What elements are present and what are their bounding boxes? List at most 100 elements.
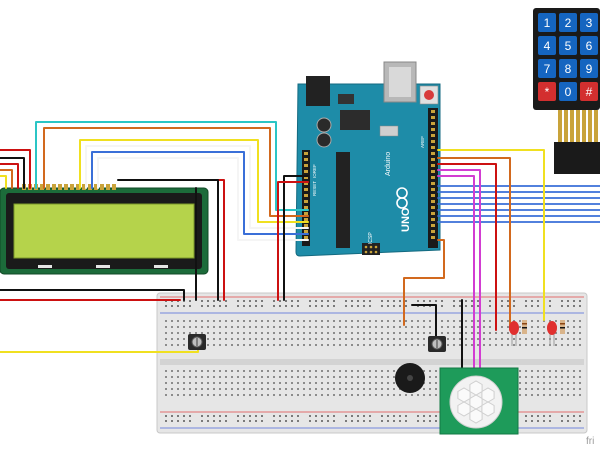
breadboard-hole bbox=[273, 326, 275, 328]
keypad-key-label: 0 bbox=[565, 85, 572, 99]
rail-hole bbox=[561, 305, 563, 307]
rail-hole bbox=[165, 420, 167, 422]
breadboard-hole bbox=[399, 344, 401, 346]
breadboard-hole bbox=[321, 344, 323, 346]
breadboard-hole bbox=[285, 344, 287, 346]
breadboard-hole bbox=[537, 332, 539, 334]
breadboard-hole bbox=[255, 394, 257, 396]
breadboard-hole bbox=[249, 338, 251, 340]
breadboard-hole bbox=[297, 332, 299, 334]
breadboard-hole bbox=[279, 338, 281, 340]
breadboard-hole bbox=[207, 382, 209, 384]
power-jack bbox=[306, 76, 330, 106]
breadboard-hole bbox=[183, 370, 185, 372]
rail-hole bbox=[507, 305, 509, 307]
pir-lens-cell bbox=[469, 408, 483, 424]
breadboard-hole bbox=[231, 388, 233, 390]
breadboard-hole bbox=[543, 326, 545, 328]
breadboard-hole bbox=[543, 370, 545, 372]
breadboard-hole bbox=[363, 376, 365, 378]
lcd-display bbox=[0, 184, 209, 275]
breadboard-hole bbox=[321, 394, 323, 396]
breadboard-hole bbox=[255, 376, 257, 378]
breadboard-hole bbox=[177, 376, 179, 378]
breadboard-hole bbox=[261, 320, 263, 322]
keypad-key-label: 1 bbox=[544, 16, 551, 30]
breadboard-hole bbox=[207, 376, 209, 378]
keypad-key bbox=[538, 82, 556, 101]
breadboard-hole bbox=[573, 376, 575, 378]
breadboard-hole bbox=[345, 326, 347, 328]
breadboard-hole bbox=[549, 320, 551, 322]
breadboard-hole bbox=[315, 338, 317, 340]
rail-hole bbox=[243, 305, 245, 307]
arduino-pin bbox=[304, 152, 308, 155]
breadboard-hole bbox=[369, 394, 371, 396]
breadboard-hole bbox=[207, 332, 209, 334]
rail-hole bbox=[315, 415, 317, 417]
breadboard-hole bbox=[225, 332, 227, 334]
breadboard-hole bbox=[489, 320, 491, 322]
rail-hole bbox=[369, 300, 371, 302]
breadboard-hole bbox=[219, 382, 221, 384]
breadboard-hole bbox=[213, 376, 215, 378]
breadboard-hole bbox=[213, 388, 215, 390]
rail-hole bbox=[345, 300, 347, 302]
breadboard-hole bbox=[333, 338, 335, 340]
breadboard-hole bbox=[171, 326, 173, 328]
rail-hole bbox=[207, 420, 209, 422]
breadboard-hole bbox=[375, 344, 377, 346]
breadboard-hole bbox=[297, 344, 299, 346]
breadboard-hole bbox=[177, 370, 179, 372]
rail-hole bbox=[219, 300, 221, 302]
breadboard-hole bbox=[339, 388, 341, 390]
breadboard-hole bbox=[207, 388, 209, 390]
breadboard-hole bbox=[327, 376, 329, 378]
breadboard-hole bbox=[291, 376, 293, 378]
breadboard-hole bbox=[507, 326, 509, 328]
breadboard-hole bbox=[201, 382, 203, 384]
breadboard-hole bbox=[339, 394, 341, 396]
breadboard-hole bbox=[387, 326, 389, 328]
breadboard-hole bbox=[321, 382, 323, 384]
lcd-pin bbox=[64, 184, 68, 190]
breadboard-hole bbox=[333, 376, 335, 378]
arduino-pin bbox=[431, 200, 435, 203]
breadboard-hole bbox=[285, 382, 287, 384]
breadboard-hole bbox=[315, 326, 317, 328]
breadboard-hole bbox=[381, 320, 383, 322]
breadboard-hole bbox=[489, 344, 491, 346]
breadboard-hole bbox=[465, 326, 467, 328]
breadboard-hole bbox=[243, 376, 245, 378]
breadboard-hole bbox=[171, 394, 173, 396]
breadboard-hole bbox=[261, 332, 263, 334]
breadboard-hole bbox=[429, 320, 431, 322]
rail-hole bbox=[363, 300, 365, 302]
breadboard-hole bbox=[291, 320, 293, 322]
breadboard-hole bbox=[387, 344, 389, 346]
breadboard-hole bbox=[303, 388, 305, 390]
breadboard-hole bbox=[459, 320, 461, 322]
breadboard-hole bbox=[309, 338, 311, 340]
breadboard-hole bbox=[525, 344, 527, 346]
breadboard-hole bbox=[333, 382, 335, 384]
breadboard-hole bbox=[201, 326, 203, 328]
breadboard-hole bbox=[237, 382, 239, 384]
lcd-pin bbox=[112, 184, 116, 190]
breadboard-hole bbox=[183, 376, 185, 378]
arduino-pin bbox=[431, 206, 435, 209]
breadboard-hole bbox=[189, 370, 191, 372]
breadboard-hole bbox=[189, 332, 191, 334]
keypad-key bbox=[538, 36, 556, 55]
breadboard-hole bbox=[219, 338, 221, 340]
ribbon-strip bbox=[564, 110, 568, 142]
breadboard-hole bbox=[363, 332, 365, 334]
breadboard-hole bbox=[285, 320, 287, 322]
arduino-pin bbox=[431, 194, 435, 197]
rail-hole bbox=[477, 305, 479, 307]
breadboard-hole bbox=[261, 388, 263, 390]
breadboard-hole bbox=[447, 326, 449, 328]
breadboard-hole bbox=[369, 376, 371, 378]
breadboard-hole bbox=[429, 394, 431, 396]
